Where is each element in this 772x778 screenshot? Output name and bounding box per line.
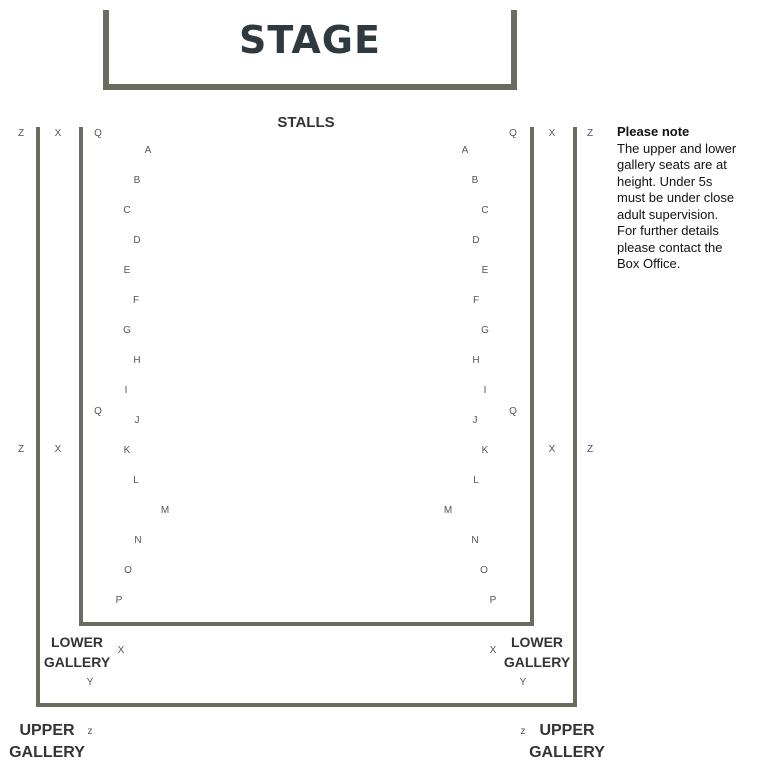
upper-gallery-label-right: UPPER GALLERY (526, 720, 608, 764)
seat-label: Z (586, 444, 594, 455)
stage-label: STAGE (239, 18, 381, 62)
row-label: L (133, 475, 139, 486)
seat-label: Y (519, 677, 527, 688)
row-label: P (115, 595, 123, 606)
outer-bottom-wall (36, 703, 577, 707)
row-label: I (483, 385, 487, 396)
row-label: J (134, 415, 140, 426)
right-outer-wall (573, 127, 577, 707)
upper-gallery-line: GALLERY (9, 744, 85, 761)
note-line: must be under close (617, 190, 735, 205)
row-label: K (123, 445, 131, 456)
row-label: J (472, 415, 478, 426)
row-label: N (471, 535, 479, 546)
left-inner-wall (79, 127, 83, 626)
note-line: gallery seats are at (617, 157, 727, 172)
note-line: height. Under 5s (617, 173, 713, 189)
seat-label: Q (94, 128, 102, 139)
row-label: B (133, 175, 141, 186)
row-label: E (481, 265, 489, 276)
seat-label: Q (509, 406, 517, 417)
seat-label: X (548, 128, 556, 139)
row-label: M (160, 505, 170, 516)
row-label: A (461, 145, 469, 156)
row-label: H (133, 355, 141, 366)
row-label: A (144, 145, 152, 156)
row-label: O (480, 565, 488, 576)
lower-gallery-line: LOWER (510, 634, 564, 650)
seat-label: X (117, 645, 125, 656)
row-label: K (481, 445, 489, 456)
row-label: F (132, 295, 140, 306)
upper-gallery-line: GALLERY (529, 744, 605, 761)
row-label: O (124, 565, 132, 576)
row-label: I (124, 385, 128, 396)
seat-label: z (520, 726, 526, 737)
seat-label: Z (17, 444, 25, 455)
seat-label: Z (586, 128, 594, 139)
row-label: D (472, 235, 480, 246)
row-label: N (134, 535, 142, 546)
lower-gallery-label-right: LOWER GALLERY (500, 632, 574, 672)
row-label: G (481, 325, 489, 336)
seat-label: Y (86, 677, 94, 688)
stalls-label: STALLS (277, 114, 335, 131)
row-label: C (123, 205, 131, 216)
seat-label: z (87, 726, 93, 737)
row-label: D (133, 235, 141, 246)
seat-label: Z (17, 128, 25, 139)
seat-label: X (54, 444, 62, 455)
note-line: The upper and lower (617, 140, 737, 156)
seat-label: X (54, 128, 62, 139)
row-label: C (481, 205, 489, 216)
seat-label: Q (509, 128, 517, 139)
upper-gallery-line: UPPER (19, 722, 75, 739)
note-line: For further details (617, 223, 719, 238)
inner-bottom-wall (79, 622, 534, 626)
seat-label: X (548, 444, 556, 455)
row-label: P (489, 595, 497, 606)
row-label: M (443, 505, 453, 516)
row-label: H (472, 355, 480, 366)
row-label: B (471, 175, 479, 186)
note-line: Box Office. (617, 256, 681, 271)
safety-note: Please note The upper and lower gallery … (617, 124, 767, 273)
lower-gallery-line: GALLERY (503, 654, 571, 670)
lower-gallery-line: GALLERY (43, 654, 111, 670)
note-line: adult supervision. (617, 206, 719, 222)
row-label: G (123, 325, 131, 336)
seat-label: X (489, 645, 497, 656)
seat-label: Q (94, 406, 102, 417)
right-inner-wall (530, 127, 534, 626)
note-title: Please note (617, 124, 690, 139)
note-line: please contact the (617, 239, 723, 255)
upper-gallery-line: UPPER (539, 722, 595, 739)
row-label: L (473, 475, 479, 486)
row-label: F (472, 295, 480, 306)
row-label: E (123, 265, 131, 276)
lower-gallery-label-left: LOWER GALLERY (40, 632, 114, 672)
stage-wall (103, 10, 517, 90)
upper-gallery-label-left: UPPER GALLERY (6, 720, 88, 764)
lower-gallery-line: LOWER (50, 634, 104, 650)
left-outer-wall (36, 127, 40, 707)
